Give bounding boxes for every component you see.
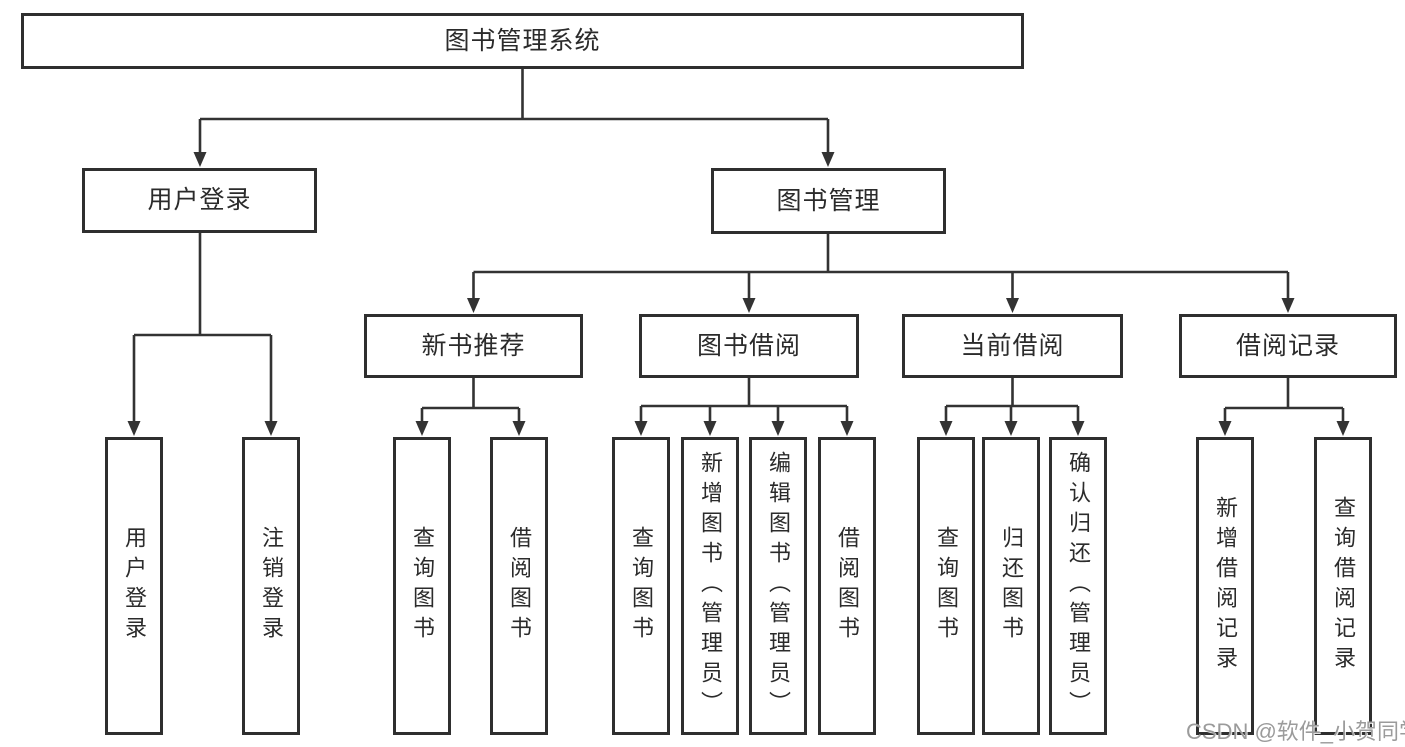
arrowhead-icon: [1218, 421, 1232, 436]
node-user-login: 用户登录: [82, 168, 317, 233]
csdn-watermark: CSDN @软件_小贺同学: [1186, 719, 1405, 744]
node-book-management: 图书管理: [711, 168, 946, 234]
edge-borrowing-to-leaves: [639, 378, 849, 426]
arrowhead-icon: [771, 421, 785, 436]
arrowhead-icon: [742, 298, 756, 313]
leaf-add-books-admin: 新增图书（管理员）: [681, 437, 739, 735]
arrowhead-icon: [193, 152, 207, 167]
arrowhead-icon: [264, 421, 278, 436]
arrowhead-icon: [1004, 421, 1018, 436]
edge-userlogin-to-leaves: [132, 233, 273, 426]
leaf-query-borrow-record: 查询借阅记录: [1314, 437, 1372, 735]
leaf-confirm-return-admin: 确认归还（管理员）: [1049, 437, 1107, 735]
leaf-query-books-current: 查询图书: [917, 437, 975, 735]
leaf-query-books-recommend: 查询图书: [393, 437, 451, 735]
leaf-borrow-books: 借阅图书: [818, 437, 876, 735]
arrowhead-icon: [127, 421, 141, 436]
node-new-book-recommend: 新书推荐: [364, 314, 583, 378]
arrowhead-icon: [840, 421, 854, 436]
edge-current-to-leaves: [944, 378, 1080, 426]
arrowhead-icon: [467, 298, 480, 313]
leaf-user-login: 用户登录: [105, 437, 163, 735]
leaf-add-borrow-record: 新增借阅记录: [1196, 437, 1254, 735]
leaf-borrow-books-recommend: 借阅图书: [490, 437, 548, 735]
leaf-query-books-borrowing: 查询图书: [612, 437, 670, 735]
node-book-borrowing: 图书借阅: [639, 314, 859, 378]
edge-bookmgmt-to-level3: [472, 234, 1290, 303]
arrowhead-icon: [415, 421, 429, 436]
node-current-borrowing: 当前借阅: [902, 314, 1123, 378]
edge-newbooks-to-leaves: [420, 378, 521, 426]
arrowhead-icon: [512, 421, 526, 436]
arrowhead-icon: [821, 152, 835, 167]
arrowhead-icon: [1071, 421, 1085, 436]
arrowhead-icon: [1006, 298, 1019, 313]
arrowhead-icon: [1281, 298, 1295, 313]
leaf-edit-books-admin: 编辑图书（管理员）: [749, 437, 807, 735]
arrowhead-icon: [703, 421, 717, 436]
node-library-management-system: 图书管理系统: [21, 13, 1024, 69]
leaf-logout: 注销登录: [242, 437, 300, 735]
arrowhead-icon: [634, 421, 648, 436]
edge-root-to-level2: [198, 69, 830, 157]
leaf-return-books: 归还图书: [982, 437, 1040, 735]
arrowheads: [127, 152, 1350, 436]
arrowhead-icon: [939, 421, 953, 436]
arrowhead-icon: [1336, 421, 1350, 436]
edge-records-to-leaves: [1223, 378, 1345, 426]
node-borrowing-records: 借阅记录: [1179, 314, 1397, 378]
